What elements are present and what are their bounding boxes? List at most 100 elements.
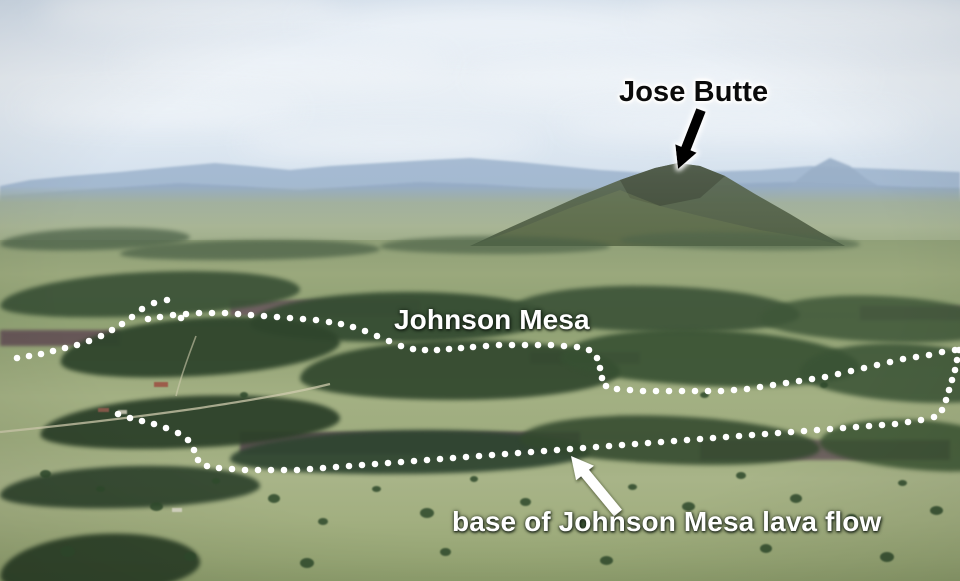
cloud-7 bbox=[240, 132, 540, 154]
trace-dot-55 bbox=[613, 385, 621, 393]
trace-dot-147 bbox=[930, 413, 938, 421]
trace-dot-135 bbox=[774, 429, 782, 437]
tree-speck-19 bbox=[184, 552, 196, 561]
trace-dot-121 bbox=[592, 443, 600, 451]
trace-dot-93 bbox=[228, 465, 236, 473]
trace-dot-112 bbox=[475, 452, 483, 460]
trace-dot-58 bbox=[652, 387, 660, 395]
trace-dot-21 bbox=[221, 309, 229, 317]
trace-dot-46 bbox=[534, 341, 542, 349]
trace-dot-17 bbox=[169, 311, 177, 319]
building-2 bbox=[118, 410, 127, 414]
trace-dot-148 bbox=[938, 406, 946, 414]
trace-dot-84 bbox=[138, 417, 146, 425]
trace-dot-63 bbox=[717, 387, 725, 395]
tree-speck-26 bbox=[700, 392, 709, 398]
trace-dot-22 bbox=[234, 310, 242, 318]
trace-dot-79 bbox=[925, 351, 933, 359]
trace-dot-78 bbox=[912, 353, 920, 361]
trace-dot-23 bbox=[247, 311, 255, 319]
trace-dot-89 bbox=[190, 446, 198, 454]
trace-dot-76 bbox=[886, 358, 894, 366]
tree-speck-14 bbox=[790, 494, 802, 503]
tree-speck-27 bbox=[820, 382, 828, 388]
trace-dot-60 bbox=[678, 387, 686, 395]
trace-dot-54 bbox=[602, 382, 610, 390]
trace-dot-13 bbox=[163, 296, 171, 304]
trace-dot-53 bbox=[598, 374, 606, 382]
trace-dot-12 bbox=[150, 299, 158, 307]
trace-dot-18 bbox=[182, 310, 190, 318]
trace-dot-56 bbox=[626, 386, 634, 394]
trace-dot-126 bbox=[657, 438, 665, 446]
tree-speck-20 bbox=[300, 558, 314, 568]
tree-speck-16 bbox=[898, 480, 907, 486]
trace-dot-5 bbox=[73, 341, 81, 349]
trace-dot-125 bbox=[644, 439, 652, 447]
trace-dot-106 bbox=[397, 458, 405, 466]
trace-dot-11 bbox=[138, 305, 146, 313]
tree-speck-8 bbox=[470, 476, 478, 482]
trace-dot-24 bbox=[260, 312, 268, 320]
building-1 bbox=[98, 408, 109, 412]
trace-dot-108 bbox=[423, 456, 431, 464]
trace-dot-41 bbox=[469, 343, 477, 351]
trace-dot-47 bbox=[547, 341, 555, 349]
tree-speck-12 bbox=[682, 502, 695, 511]
trace-dot-45 bbox=[521, 341, 529, 349]
tree-speck-23 bbox=[760, 544, 772, 553]
trace-dot-31 bbox=[349, 323, 357, 331]
trace-dot-74 bbox=[860, 364, 868, 372]
trace-dot-97 bbox=[280, 466, 288, 474]
trace-dot-92 bbox=[215, 464, 223, 472]
trace-dot-110 bbox=[449, 454, 457, 462]
trace-dot-61 bbox=[691, 387, 699, 395]
tree-speck-6 bbox=[372, 486, 381, 492]
building-3 bbox=[172, 508, 182, 512]
trace-dot-140 bbox=[839, 424, 847, 432]
trace-dot-109 bbox=[436, 455, 444, 463]
trace-dot-122 bbox=[605, 442, 613, 450]
tree-speck-1 bbox=[96, 486, 105, 492]
trace-dot-113 bbox=[488, 451, 496, 459]
trace-dot-94 bbox=[241, 466, 249, 474]
tree-speck-21 bbox=[440, 548, 451, 556]
tree-speck-3 bbox=[212, 478, 220, 484]
tree-speck-2 bbox=[150, 502, 163, 511]
trace-dot-88 bbox=[184, 436, 192, 444]
jose-butte-arrow bbox=[675, 108, 706, 169]
tree-speck-11 bbox=[628, 484, 637, 490]
trace-dot-6 bbox=[85, 337, 93, 345]
trace-dot-16 bbox=[156, 313, 164, 321]
road-1 bbox=[175, 335, 197, 397]
trace-dot-101 bbox=[332, 463, 340, 471]
trace-dot-115 bbox=[514, 449, 522, 457]
trace-dot-114 bbox=[501, 450, 509, 458]
trace-dot-134 bbox=[761, 430, 769, 438]
trace-dot-104 bbox=[371, 460, 379, 468]
trace-dot-0 bbox=[13, 354, 21, 362]
trace-dot-129 bbox=[696, 435, 704, 443]
tree-speck-10 bbox=[576, 520, 588, 529]
trace-dot-107 bbox=[410, 457, 418, 465]
trace-dot-26 bbox=[286, 314, 294, 322]
tree-speck-15 bbox=[846, 514, 857, 522]
trace-dot-33 bbox=[373, 332, 381, 340]
tree-speck-24 bbox=[880, 552, 894, 562]
trace-dot-50 bbox=[585, 346, 593, 354]
trace-dot-14 bbox=[177, 314, 185, 322]
tree-speck-5 bbox=[318, 518, 328, 525]
trace-dot-90 bbox=[194, 456, 202, 464]
trace-dot-8 bbox=[108, 326, 116, 334]
trace-dot-142 bbox=[865, 422, 873, 430]
trace-dot-57 bbox=[639, 387, 647, 395]
trace-dot-67 bbox=[769, 381, 777, 389]
trace-dot-111 bbox=[462, 453, 470, 461]
lava-flow-base-label: base of Johnson Mesa lava flow bbox=[452, 506, 882, 537]
trace-dot-66 bbox=[756, 383, 764, 391]
trace-dot-118 bbox=[553, 446, 561, 454]
trace-dot-149 bbox=[942, 396, 950, 404]
